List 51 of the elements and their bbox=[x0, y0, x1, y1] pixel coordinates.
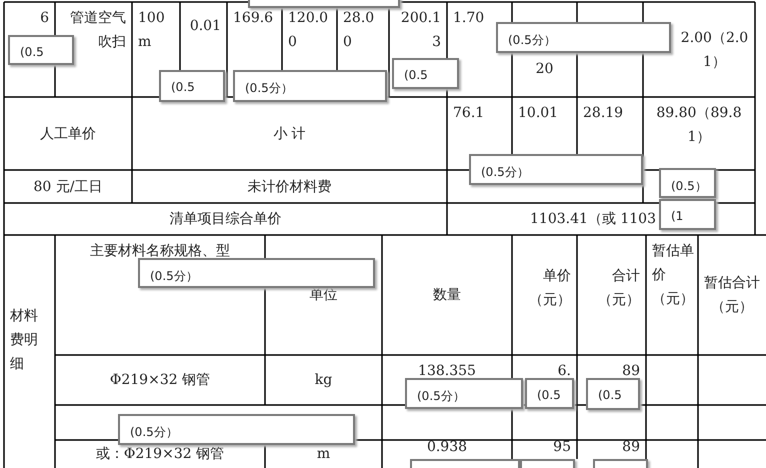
table-text: 95 bbox=[553, 439, 571, 456]
note-box: (0.5） bbox=[659, 168, 716, 198]
note-box: (0.5分） bbox=[138, 258, 375, 288]
table-text: Φ219×32 钢管 bbox=[110, 371, 210, 390]
note-box: (0.5 bbox=[392, 58, 459, 89]
table-text: 89 bbox=[622, 439, 640, 456]
table-text: 0.938 bbox=[426, 439, 468, 456]
note-box: (0.5分） bbox=[496, 22, 671, 53]
table-text: 20 bbox=[536, 60, 554, 78]
table-text: 28.19 bbox=[583, 104, 624, 123]
table-text: 169.6 bbox=[233, 9, 274, 28]
note-box: (0.5分） bbox=[233, 70, 387, 102]
table-text: m bbox=[316, 445, 330, 464]
table-text: kg bbox=[314, 371, 332, 390]
table-text: 清单项目综合单价 bbox=[170, 210, 282, 229]
table-text: 80 元/工日 bbox=[34, 178, 102, 196]
table-text: 2.00（2.01） bbox=[680, 28, 749, 72]
table-text: 单价（元） bbox=[528, 267, 571, 310]
table-text: 合计（元） bbox=[597, 267, 640, 310]
note-box: (0.5 bbox=[8, 35, 74, 65]
note-box: (0.5 bbox=[586, 378, 640, 410]
table-text: 28.00 bbox=[343, 9, 376, 52]
note-box: (0.5分） bbox=[405, 378, 523, 409]
table-text: 主要材料名称规格、型 bbox=[90, 242, 230, 261]
table-text: 138.355 bbox=[418, 362, 476, 381]
note-box: (1 bbox=[659, 199, 716, 230]
table-text: 材料费明细 bbox=[10, 307, 39, 374]
table-text: 暂估单价（元） bbox=[652, 242, 694, 309]
note-box: (0.5分） bbox=[469, 154, 643, 185]
table-text: 数量 bbox=[433, 286, 461, 305]
table-text: 或：Φ219×32 钢管 bbox=[96, 445, 224, 464]
table-text: 120.00 bbox=[288, 9, 330, 52]
table-text: 10.01 bbox=[518, 104, 558, 123]
table-text: 200.13 bbox=[400, 9, 441, 52]
note-box: (0.5分） bbox=[118, 414, 355, 445]
table-text: 人工单价 bbox=[40, 124, 96, 144]
table-text: 6 bbox=[40, 9, 49, 28]
table-text: 89.80（89.81） bbox=[655, 104, 743, 147]
table-text: 1103.41（或 1103 bbox=[530, 210, 656, 229]
table-text: 1.70 bbox=[453, 9, 484, 28]
table-text: 小 计 bbox=[273, 124, 306, 144]
table-text: 76.1 bbox=[453, 104, 484, 123]
table-text: 未计价材料费 bbox=[248, 178, 332, 196]
table-text: 89 bbox=[622, 362, 640, 381]
table-text: 0.01 bbox=[190, 17, 221, 36]
table-text: 100m bbox=[138, 9, 166, 52]
table-text: 单位 bbox=[310, 286, 338, 305]
table-text: 暂估合计（元） bbox=[704, 274, 760, 317]
table-text: 6. bbox=[558, 362, 571, 381]
note-box: (0.5 bbox=[525, 378, 574, 409]
note-box: (0.5 bbox=[159, 70, 225, 102]
